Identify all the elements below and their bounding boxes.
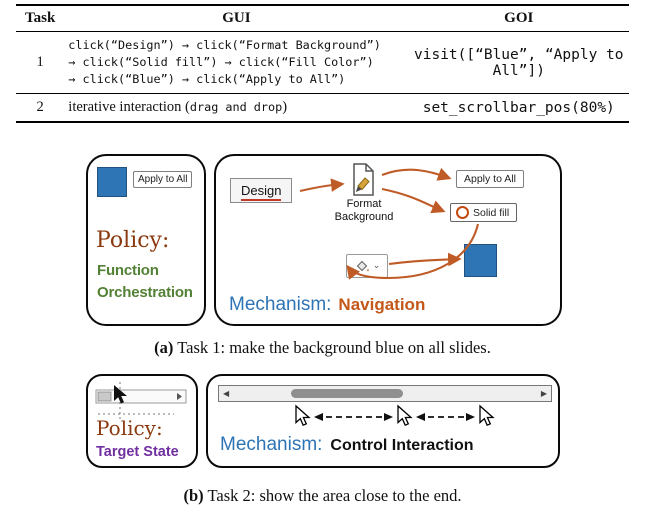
policy-label-b: Policy: (96, 416, 163, 440)
design-tab-button: Design (230, 178, 293, 203)
figure-a: Apply to All Policy: Function Orchestrat… (0, 148, 645, 332)
design-tab-label: Design (241, 183, 282, 201)
mechanism-line-b: Mechanism: Control Interaction (220, 434, 474, 456)
mini-scroll-right-arrow-icon (177, 393, 182, 400)
caption-a-tag: (a) (154, 338, 174, 357)
caption-b-text: Task 2: show the area close to the end. (207, 486, 462, 505)
cursor-icons (295, 404, 495, 427)
table-header-row: Task GUI GOI (16, 5, 629, 32)
drag-cursors-diagram (295, 404, 495, 427)
task2-gui-code: drag and drop (189, 100, 283, 115)
task2-goi-call: set_scrollbar_pos(80%) (422, 99, 615, 116)
radio-icon (456, 206, 469, 219)
mechanism-line: Mechanism: Navigation (229, 294, 425, 316)
scroll-left-arrow-icon: ◀ (223, 389, 230, 398)
header-task: Task (16, 5, 65, 32)
mechanism-control-interaction-value: Control Interaction (330, 437, 474, 454)
paint-bucket-icon (356, 260, 369, 272)
gui-goi-table: Task GUI GOI 1 click(“Design”) → click(“… (16, 4, 629, 124)
scroll-right-arrow-icon: ▶ (540, 389, 547, 398)
policy-orchestration-label: Orchestration (97, 284, 193, 301)
blue-slide-swatch (97, 167, 127, 197)
task1-gui-sequence: click(“Design”) → click(“Format Backgrou… (64, 31, 409, 95)
mechanism-navigation-value: Navigation (338, 295, 426, 314)
task2-gui-description: iterative interaction (drag and drop) (64, 94, 408, 123)
table-row-task2: 2 iterative interaction (drag and drop) … (16, 94, 629, 123)
task1-goi-call: visit([“Blue”, “Apply to All”]) (408, 31, 629, 95)
task1-number: 1 (16, 31, 65, 95)
format-label-line2: Background (334, 211, 394, 224)
horizontal-scrollbar: ◀ ▶ (218, 385, 552, 402)
solid-fill-option: Solid fill (450, 203, 518, 222)
apply-to-all-button: Apply to All (133, 171, 193, 188)
figure-b: Policy: Target State ◀ ▶ (0, 374, 645, 470)
format-background-icon (353, 163, 374, 196)
table-row-task1: 1 click(“Design”) → click(“Format Backgr… (16, 31, 629, 95)
figure-a-policy-panel: Apply to All Policy: Function Orchestrat… (86, 154, 206, 326)
figure-a-mechanism-panel: Design Format Background Apply to All So… (214, 154, 562, 326)
gui-line-2: → click(“Solid fill”) → click(“Fill Colo… (68, 55, 374, 70)
chevron-down-icon: ⌄ (372, 260, 381, 271)
format-background-label: Format Background (316, 198, 412, 224)
fill-color-dropdown-button: ⌄ (346, 254, 388, 278)
figure-b-mechanism-panel: ◀ ▶ (206, 374, 560, 468)
header-goi: GOI (408, 5, 629, 32)
mechanism-label-b: Mechanism: (220, 434, 323, 455)
task2-gui-suffix: ) (282, 99, 288, 116)
scrollbar-thumb (291, 389, 403, 398)
task2-number: 2 (36, 99, 44, 116)
caption-b-tag: (b) (183, 486, 204, 505)
solid-fill-label: Solid fill (473, 206, 510, 219)
format-label-line1: Format (346, 198, 382, 210)
apply-to-all-button-menu: Apply to All (456, 170, 524, 188)
cursor-icon (114, 385, 127, 404)
figure-b-policy-panel: Policy: Target State (86, 374, 198, 468)
gui-goi-table-wrap: Task GUI GOI 1 click(“Design”) → click(“… (16, 4, 629, 124)
caption-b: (b) Task 2: show the area close to the e… (0, 486, 645, 506)
policy-label: Policy: (96, 228, 170, 253)
task2-gui-prefix: iterative interaction ( (68, 99, 190, 116)
header-gui: GUI (64, 5, 409, 32)
mechanism-label: Mechanism: (229, 294, 332, 315)
caption-a: (a) Task 1: make the background blue on … (0, 338, 645, 358)
gui-line-1: click(“Design”) → click(“Format Backgrou… (68, 38, 381, 52)
target-state-label: Target State (96, 444, 179, 460)
caption-a-text: Task 1: make the background blue on all … (177, 338, 491, 357)
gui-line-3: → click(“Blue”) → click(“Apply to All”) (68, 72, 346, 87)
policy-function-label: Function (97, 262, 159, 279)
blue-slide-result (464, 244, 497, 277)
